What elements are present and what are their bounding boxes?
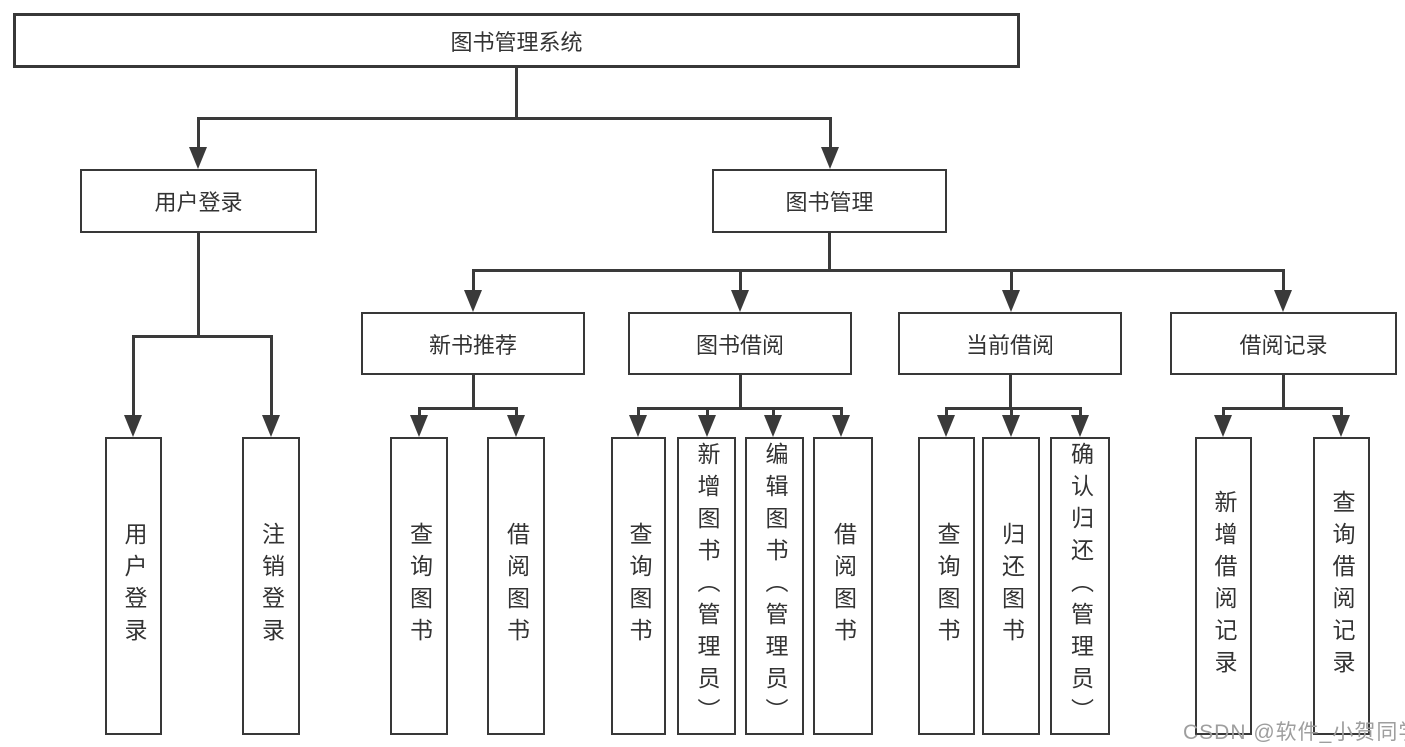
arrow-down-icon: [764, 415, 782, 437]
connector-vline: [771, 407, 775, 421]
arrow-down-icon: [1002, 290, 1020, 312]
connector-vline: [738, 269, 742, 294]
arrow-down-icon: [937, 415, 955, 437]
node-user-login: 用户登录: [80, 169, 317, 233]
node-label: 图书借阅: [695, 332, 784, 358]
node-label: 编辑图书（管理员）: [762, 442, 788, 730]
connector-hline: [1222, 407, 1343, 410]
arrow-down-icon: [507, 415, 525, 437]
node-label: 查询图书: [934, 522, 960, 650]
leaf-query-books-recommend: 查询图书: [390, 437, 448, 735]
connector-vline: [471, 375, 475, 409]
node-library-management-system: 图书管理系统: [13, 13, 1020, 68]
connector-vline: [705, 407, 709, 421]
node-label: 借阅图书: [503, 522, 530, 650]
leaf-query-borrow-record: 查询借阅记录: [1313, 437, 1370, 735]
arrow-down-icon: [262, 415, 280, 437]
arrow-down-icon: [124, 415, 142, 437]
connector-hline: [132, 335, 272, 338]
node-label: 查询借阅记录: [1329, 490, 1355, 682]
connector-vline: [1281, 375, 1285, 409]
connector-vline: [514, 407, 518, 421]
leaf-confirm-return-admin: 确认归还（管理员）: [1050, 437, 1110, 735]
leaf-borrow-books-recommend: 借阅图书: [487, 437, 545, 735]
connector-vline: [944, 407, 948, 421]
connector-vline: [269, 335, 273, 419]
arrow-down-icon: [1274, 290, 1292, 312]
connector-vline: [636, 407, 640, 421]
leaf-add-borrow-record: 新增借阅记录: [1195, 437, 1252, 735]
node-label: 查询图书: [406, 522, 433, 650]
arrow-down-icon: [821, 147, 839, 169]
arrow-down-icon: [1002, 415, 1020, 437]
leaf-borrow-books: 借阅图书: [813, 437, 873, 735]
node-label: 新书推荐: [428, 332, 517, 358]
node-label: 用户登录: [154, 190, 243, 215]
connector-vline: [417, 407, 421, 421]
arrow-down-icon: [698, 415, 716, 437]
arrow-down-icon: [1071, 415, 1089, 437]
connector-vline: [1009, 269, 1013, 294]
node-label: 确认归还（管理员）: [1067, 442, 1094, 730]
leaf-logout: 注销登录: [242, 437, 300, 735]
arrow-down-icon: [629, 415, 647, 437]
connector-hline: [197, 117, 831, 120]
node-label: 图书管理: [785, 190, 874, 215]
connector-vline: [828, 117, 832, 153]
node-label: 图书管理系统: [450, 29, 583, 55]
connector-vline: [1281, 269, 1285, 294]
node-label: 新增借阅记录: [1211, 490, 1237, 682]
connector-vline: [828, 233, 831, 271]
leaf-edit-books-admin: 编辑图书（管理员）: [745, 437, 804, 735]
connector-vline: [1009, 407, 1013, 421]
arrow-down-icon: [1214, 415, 1232, 437]
connector-hline: [945, 407, 1082, 410]
arrow-down-icon: [731, 290, 749, 312]
arrow-down-icon: [464, 290, 482, 312]
arrow-down-icon: [410, 415, 428, 437]
connector-hline: [472, 269, 1284, 272]
connector-vline: [471, 269, 475, 294]
leaf-add-books-admin: 新增图书（管理员）: [677, 437, 736, 735]
arrow-down-icon: [1332, 415, 1350, 437]
node-new-book-recommendation: 新书推荐: [361, 312, 585, 375]
connector-hline: [418, 407, 518, 410]
connector-vline: [1078, 407, 1082, 421]
connector-vline: [197, 233, 200, 337]
connector-vline: [196, 117, 200, 153]
node-label: 当前借阅: [965, 332, 1054, 358]
leaf-query-books-current: 查询图书: [918, 437, 975, 735]
connector-vline: [839, 407, 843, 421]
connector-vline: [738, 375, 742, 409]
node-label: 用户登录: [121, 522, 147, 650]
node-book-borrowing: 图书借阅: [628, 312, 852, 375]
node-book-management: 图书管理: [712, 169, 947, 233]
node-label: 查询图书: [626, 522, 652, 650]
connector-vline: [1339, 407, 1343, 421]
node-label: 借阅记录: [1239, 332, 1328, 358]
arrow-down-icon: [832, 415, 850, 437]
node-label: 注销登录: [258, 522, 285, 650]
leaf-user-login: 用户登录: [105, 437, 162, 735]
node-label: 新增图书（管理员）: [694, 442, 720, 730]
connector-vline: [515, 68, 518, 119]
csdn-watermark: CSDN @软件_小贺同学: [1183, 721, 1405, 744]
connector-vline: [1008, 375, 1012, 409]
connector-vline: [131, 335, 135, 419]
node-label: 归还图书: [998, 522, 1025, 650]
node-label: 借阅图书: [830, 522, 857, 650]
leaf-return-books: 归还图书: [982, 437, 1040, 735]
connector-vline: [1221, 407, 1225, 421]
leaf-query-books-borrow: 查询图书: [611, 437, 666, 735]
node-borrowing-records: 借阅记录: [1170, 312, 1397, 375]
node-current-borrowing: 当前借阅: [898, 312, 1122, 375]
connector-hline: [637, 407, 843, 410]
arrow-down-icon: [189, 147, 207, 169]
